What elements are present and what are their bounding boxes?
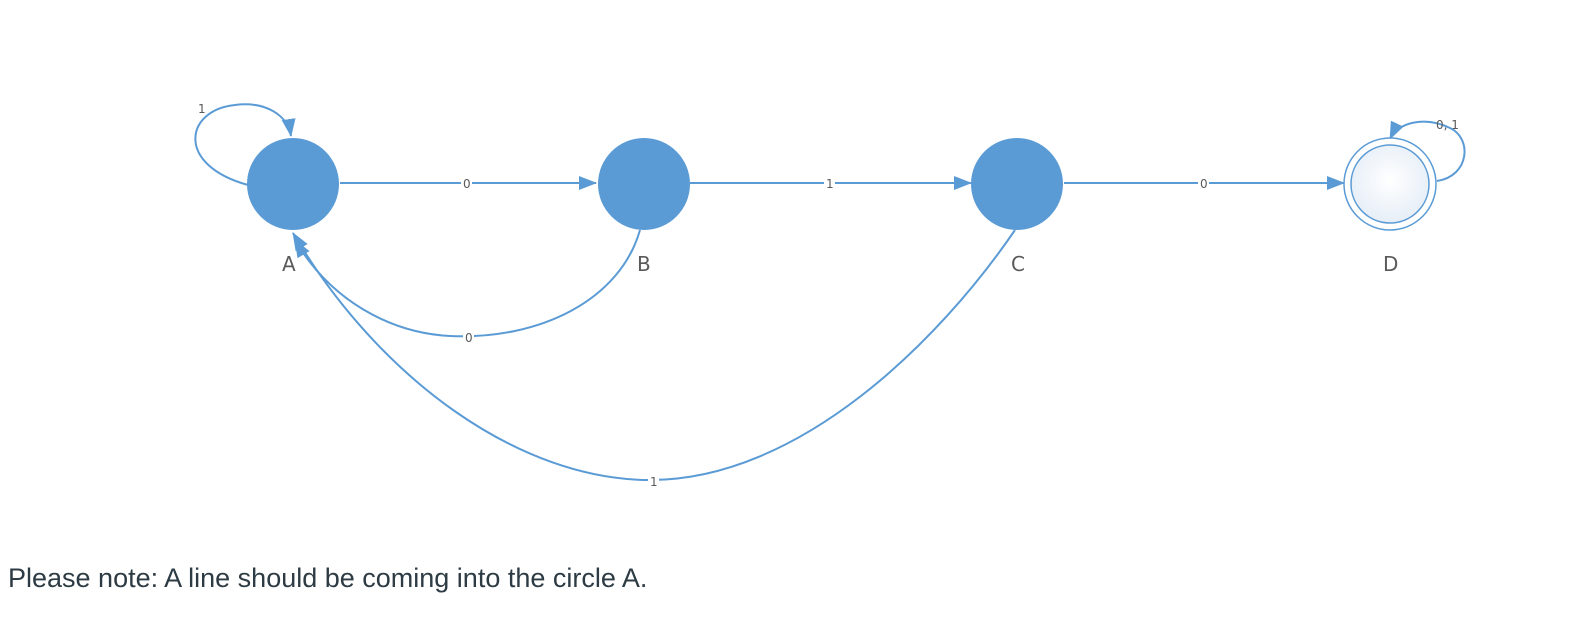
- edge-label-b-c: 1: [824, 176, 835, 191]
- state-d: [1343, 137, 1437, 231]
- state-diagram: 1 0 1 0 0 1 0, 1 A B C D: [194, 102, 1466, 489]
- edge-b-a: [294, 229, 641, 338]
- edge-label-b-a: 0: [463, 330, 474, 345]
- edge-label-a-b: 0: [461, 176, 472, 191]
- state-d-inner-ring: [1350, 144, 1430, 224]
- edge-label-c-d: 0: [1198, 176, 1209, 191]
- edge-label-c-d-text: 0: [1200, 177, 1208, 191]
- edge-label-a-a: 1: [197, 102, 207, 116]
- state-a-label: A: [282, 252, 296, 276]
- edge-label-b-a-text: 0: [465, 331, 473, 345]
- edge-a-a: [194, 103, 296, 186]
- note-text: Please note: A line should be coming int…: [8, 563, 648, 593]
- state-d-label: D: [1383, 252, 1398, 276]
- edge-label-d-d-text: 0, 1: [1436, 118, 1459, 132]
- state-b: [598, 138, 690, 230]
- edge-label-d-d: 0, 1: [1436, 118, 1459, 132]
- edge-label-c-a: 1: [648, 474, 659, 489]
- edge-d-d: [1389, 120, 1466, 182]
- state-a: [247, 138, 339, 230]
- edge-label-c-a-text: 1: [650, 475, 658, 489]
- edge-c-a: [292, 229, 1016, 482]
- state-b-label: B: [637, 252, 651, 276]
- edge-label-a-b-text: 0: [463, 177, 471, 191]
- state-c: [971, 138, 1063, 230]
- edge-label-a-a-text: 1: [198, 102, 206, 116]
- edge-label-b-c-text: 1: [826, 177, 834, 191]
- state-c-label: C: [1011, 252, 1025, 276]
